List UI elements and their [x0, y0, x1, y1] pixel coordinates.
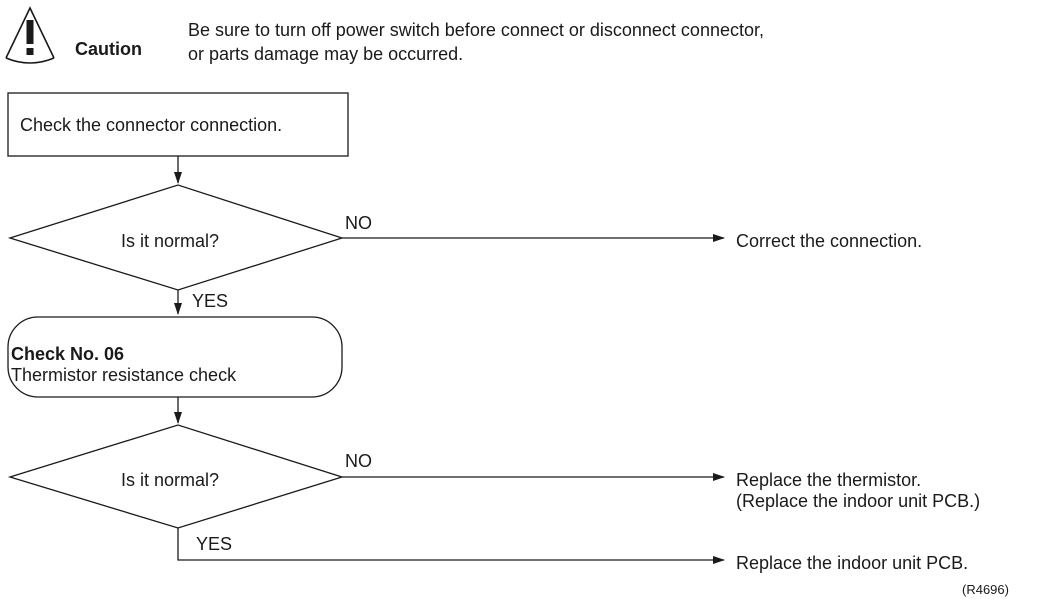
- decision2-text: Is it normal?: [121, 470, 219, 490]
- check-no-06-box: [7, 316, 343, 398]
- outcome-replace-thermistor: Replace the thermistor.: [736, 470, 921, 490]
- decision1-yes-label: YES: [192, 291, 228, 311]
- check-connector-text: Check the connector connection.: [20, 115, 282, 135]
- decision1-no-label: NO: [345, 213, 372, 233]
- check-no-06-title: Check No. 06: [11, 344, 124, 364]
- caution-label: Caution: [75, 39, 142, 59]
- caution-icon: [5, 6, 55, 64]
- outcome-replace-pcb: Replace the indoor unit PCB.: [736, 553, 968, 573]
- decision2-yes-label: YES: [196, 534, 232, 554]
- caution-text-line1: Be sure to turn off power switch before …: [188, 20, 764, 40]
- decision2-no-label: NO: [345, 451, 372, 471]
- check-no-06-text: Thermistor resistance check: [11, 365, 237, 385]
- caution-text-line2: or parts damage may be occurred.: [188, 44, 463, 64]
- check-connector-box: [7, 92, 349, 157]
- figure-reference: (R4696): [962, 582, 1009, 597]
- outcome-replace-thermistor-note: (Replace the indoor unit PCB.): [736, 491, 980, 511]
- arrow-decision2-yes: [177, 528, 725, 564]
- decision1-text: Is it normal?: [121, 231, 219, 251]
- outcome-correct-connection: Correct the connection.: [736, 231, 922, 251]
